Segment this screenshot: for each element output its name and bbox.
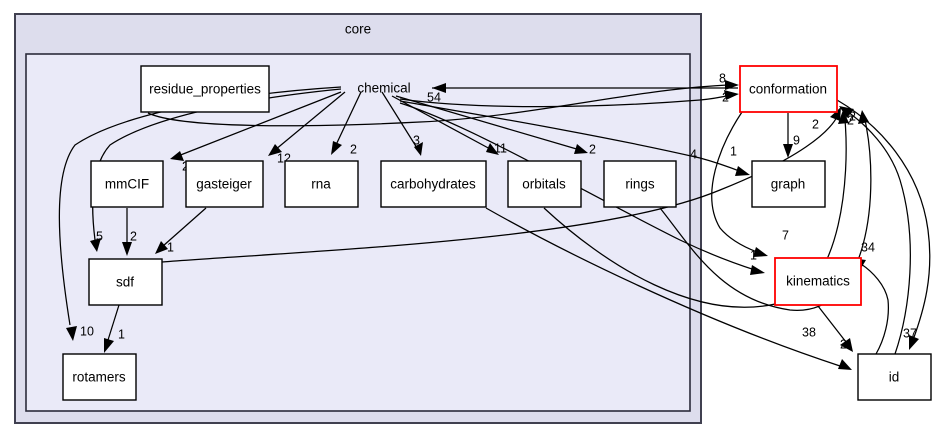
edge-label-chemical-rings: 2 — [589, 142, 596, 156]
edge-label-residueproperties-conformation: 8 — [719, 71, 726, 85]
edge-label-gasteiger-sdf: 1 — [167, 240, 174, 254]
edge-label-mmcif-sdf: 2 — [130, 229, 137, 243]
edge-label-chemical-sdf: 5 — [96, 229, 103, 243]
node-orbitals-box[interactable] — [507, 160, 582, 208]
edge-label-chemical-conformation: 2 — [722, 90, 729, 104]
edge-label-conformation-kinematics: 7 — [782, 228, 789, 242]
edge-chemical-mmcif — [170, 91, 342, 161]
edge-mmcif-sdf — [122, 208, 132, 256]
edge-label-chemical-orbitals: 11 — [494, 141, 507, 155]
edge-label-chemical-rotamers: 10 — [80, 324, 94, 338]
node-rna-label: rna — [311, 177, 331, 192]
node-residue-properties-box[interactable] — [140, 65, 270, 113]
edge-label-conformation-chemical: 54 — [427, 90, 441, 104]
node-rings[interactable]: rings — [603, 160, 677, 208]
node-mmcif-box[interactable] — [90, 160, 164, 208]
edge-label-id-conformation: 2 — [849, 109, 856, 123]
node-conformation-box[interactable] — [739, 65, 838, 113]
node-orbitals[interactable]: orbitals — [507, 160, 582, 208]
cluster-chemical-box — [25, 53, 691, 412]
node-rings-box[interactable] — [603, 160, 677, 208]
edge-label-conformation-graph: 9 — [793, 133, 800, 147]
edge-label-sdf-rotamers: 1 — [118, 327, 125, 341]
edge-layer — [58, 80, 931, 370]
node-chemical-label: chemical — [357, 81, 410, 96]
node-sdf-box[interactable] — [88, 258, 163, 306]
edge-label-kinematics-id: 38 — [802, 325, 816, 339]
edge-label-chemical-carbohydrates: 3 — [413, 133, 420, 147]
node-chemical[interactable]: chemical — [357, 81, 410, 96]
edge-sdf-conformation — [161, 107, 841, 263]
node-rotamers-box[interactable] — [62, 353, 137, 401]
node-conformation-label: conformation — [749, 82, 827, 97]
edge-sdf-rotamers — [104, 304, 120, 353]
edge-id-conformation — [839, 106, 911, 355]
node-conformation[interactable]: conformation — [739, 65, 838, 113]
node-carbohydrates-label: carbohydrates — [390, 177, 476, 192]
cluster-core-title: core — [345, 22, 371, 37]
edge-label-chemical-kinematics: 1 — [750, 248, 757, 262]
node-sdf-label: sdf — [116, 275, 134, 290]
edge-chemical-rna — [331, 91, 362, 155]
node-rotamers[interactable]: rotamers — [62, 353, 137, 401]
node-id-label: id — [889, 370, 900, 385]
edge-conformation-id — [836, 99, 931, 350]
node-rna[interactable]: rna — [284, 160, 359, 208]
edge-conformation-graph — [783, 113, 793, 158]
edge-label-layer: 54 2 12 2 3 11 2 2 1 1 5 10 8 2 1 1 2 2 … — [80, 71, 917, 351]
edge-chemical-rings — [395, 95, 588, 154]
node-kinematics-label: kinematics — [786, 274, 850, 289]
node-gasteiger-box[interactable] — [185, 160, 264, 208]
node-residue-properties-label: residue_properties — [149, 82, 261, 97]
node-gasteiger-label: gasteiger — [196, 177, 252, 192]
edge-chemical-carbohydrates — [381, 91, 423, 156]
edge-kinematics-id — [817, 305, 853, 352]
node-orbitals-label: orbitals — [522, 177, 566, 192]
node-id[interactable]: id — [857, 353, 932, 401]
node-graph-label: graph — [771, 177, 806, 192]
node-id-box[interactable] — [857, 353, 932, 401]
node-sdf[interactable]: sdf — [88, 258, 163, 306]
edge-chemical-conformation — [399, 90, 739, 108]
edge-chemical-graph — [399, 100, 750, 176]
edge-label-id-kinematics: 34 — [861, 240, 875, 254]
node-layer: chemical residue_properties mmCIF gastei… — [62, 65, 932, 401]
node-rotamers-label: rotamers — [72, 370, 126, 385]
edge-label-chemical-rna: 2 — [350, 142, 357, 156]
edge-chemical-kinematics — [399, 102, 765, 275]
edge-gasteiger-sdf — [155, 207, 207, 254]
node-gasteiger[interactable]: gasteiger — [185, 160, 264, 208]
node-residue-properties[interactable]: residue_properties — [140, 65, 270, 113]
node-graph[interactable]: graph — [751, 160, 826, 208]
node-mmcif-label: mmCIF — [105, 177, 149, 192]
edge-label-sdf-conformation: 2 — [812, 117, 819, 131]
edge-label-orbitals-conformation: 2 — [847, 113, 854, 127]
edge-label-carbohydrates-id: 2 — [840, 337, 847, 351]
node-carbohydrates-box[interactable] — [380, 160, 487, 208]
edge-chemical-gasteiger — [268, 91, 346, 156]
edge-label-conformation-id: 37 — [903, 326, 917, 340]
node-graph-box[interactable] — [751, 160, 826, 208]
node-mmcif[interactable]: mmCIF — [90, 160, 164, 208]
edge-conformation-kinematics — [711, 111, 768, 257]
edge-label-rings-conformation: 4 — [690, 147, 697, 161]
node-rna-box[interactable] — [284, 160, 359, 208]
node-carbohydrates[interactable]: carbohydrates — [380, 160, 487, 208]
node-rings-label: rings — [625, 177, 655, 192]
edge-label-chemical-graph: 1 — [730, 144, 737, 158]
edge-residueproperties-conformation — [147, 80, 739, 127]
node-kinematics[interactable]: kinematics — [774, 257, 862, 306]
node-kinematics-box[interactable] — [774, 257, 862, 306]
edge-carbohydrates-id — [485, 207, 852, 370]
edge-chemical-orbitals — [391, 95, 499, 155]
